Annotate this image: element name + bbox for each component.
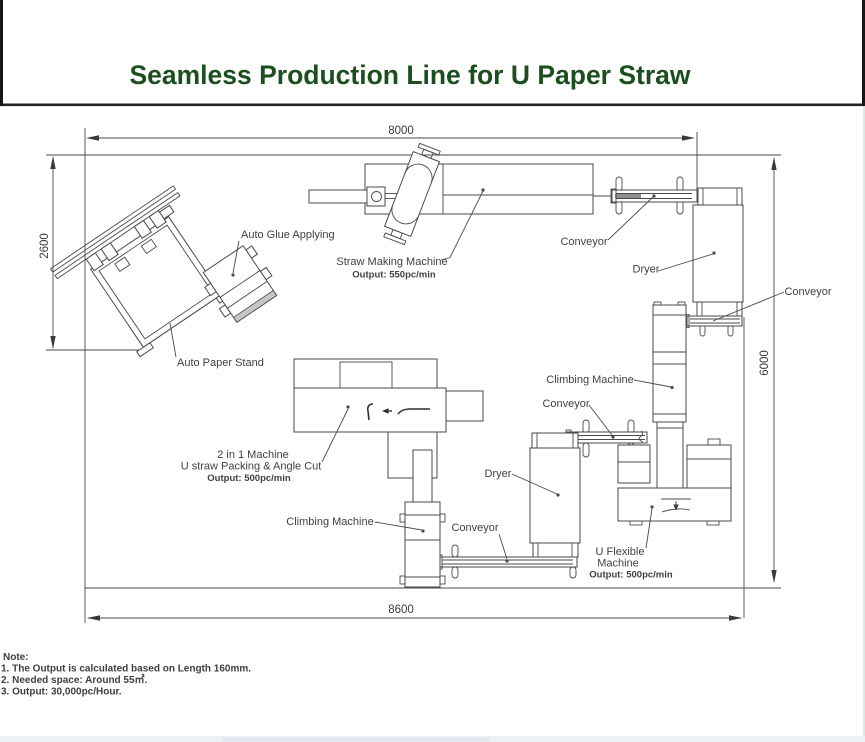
dimension-left-value: 2600: [39, 233, 51, 259]
two-in-one-label-line2: U straw Packing & Angle Cut: [181, 461, 322, 473]
dimension-left: 2600: [39, 156, 140, 351]
straw-making-machine-drawing: [308, 142, 612, 246]
leader-lines: [169, 188, 785, 563]
page-title: Seamless Production Line for U Paper Str…: [129, 60, 690, 90]
two-in-one-output-label: Output: 500pc/min: [207, 473, 291, 484]
auto-glue-machine-drawing: [202, 245, 278, 323]
dimension-top: 8000: [86, 125, 698, 190]
title-divider: [0, 103, 865, 107]
conveyor-right-drawing: [684, 314, 743, 337]
dimension-right: 6000: [759, 157, 777, 583]
auto-glue-label: Auto Glue Applying: [241, 229, 335, 241]
notes-block: Note: 1. The Output is calculated based …: [1, 652, 251, 698]
climbing-machine-left-drawing: [399, 501, 446, 588]
note-line-1: 1. The Output is calculated based on Len…: [1, 664, 251, 675]
note-line-3: 3. Output: 30,000pc/Hour.: [1, 687, 122, 698]
left-edge-bar: [0, 0, 3, 106]
dryer-top-drawing: [692, 187, 744, 318]
bottom-strip-segment: [223, 737, 490, 742]
two-in-one-machine-drawing: [293, 358, 484, 503]
plan-boundary: [46, 128, 781, 623]
dryer-top-label: Dryer: [633, 264, 660, 276]
straw-machine-output-label: Output: 550pc/min: [352, 270, 436, 281]
conveyor-top-label: Conveyor: [560, 236, 607, 248]
u-flexible-machine-drawing: [617, 421, 732, 526]
dryer-bottom-drawing: [529, 432, 581, 558]
two-in-one-label-line1: 2 in 1 Machine: [217, 449, 289, 461]
right-edge-bar: [862, 0, 865, 106]
straw-machine-label: Straw Making Machine: [336, 256, 447, 268]
dimension-bottom-value: 8600: [388, 604, 414, 616]
climbing-machine-right-label: Climbing Machine: [546, 374, 633, 386]
dimension-right-value: 6000: [759, 350, 771, 376]
note-heading: Note:: [3, 652, 29, 663]
climbing-machine-left-label: Climbing Machine: [286, 516, 373, 528]
u-flexible-output-label: Output: 500pc/min: [589, 570, 673, 581]
auto-paper-stand-label: Auto Paper Stand: [177, 357, 264, 369]
conveyor-bottom-label: Conveyor: [451, 522, 498, 534]
u-flexible-label-line2: Machine: [597, 558, 639, 570]
u-flexible-label-line1: U Flexible: [596, 546, 645, 558]
note-line-2: 2. Needed space: Around 55㎡.: [1, 673, 148, 686]
dryer-bottom-label: Dryer: [485, 468, 512, 480]
right-edge-tint: [863, 106, 865, 736]
climbing-machine-right-drawing: [652, 301, 687, 423]
dimension-bottom: 8600: [87, 604, 742, 621]
dimension-top-value: 8000: [388, 125, 414, 137]
conveyor-right-label: Conveyor: [784, 286, 831, 298]
conveyor-middle-label: Conveyor: [542, 398, 589, 410]
